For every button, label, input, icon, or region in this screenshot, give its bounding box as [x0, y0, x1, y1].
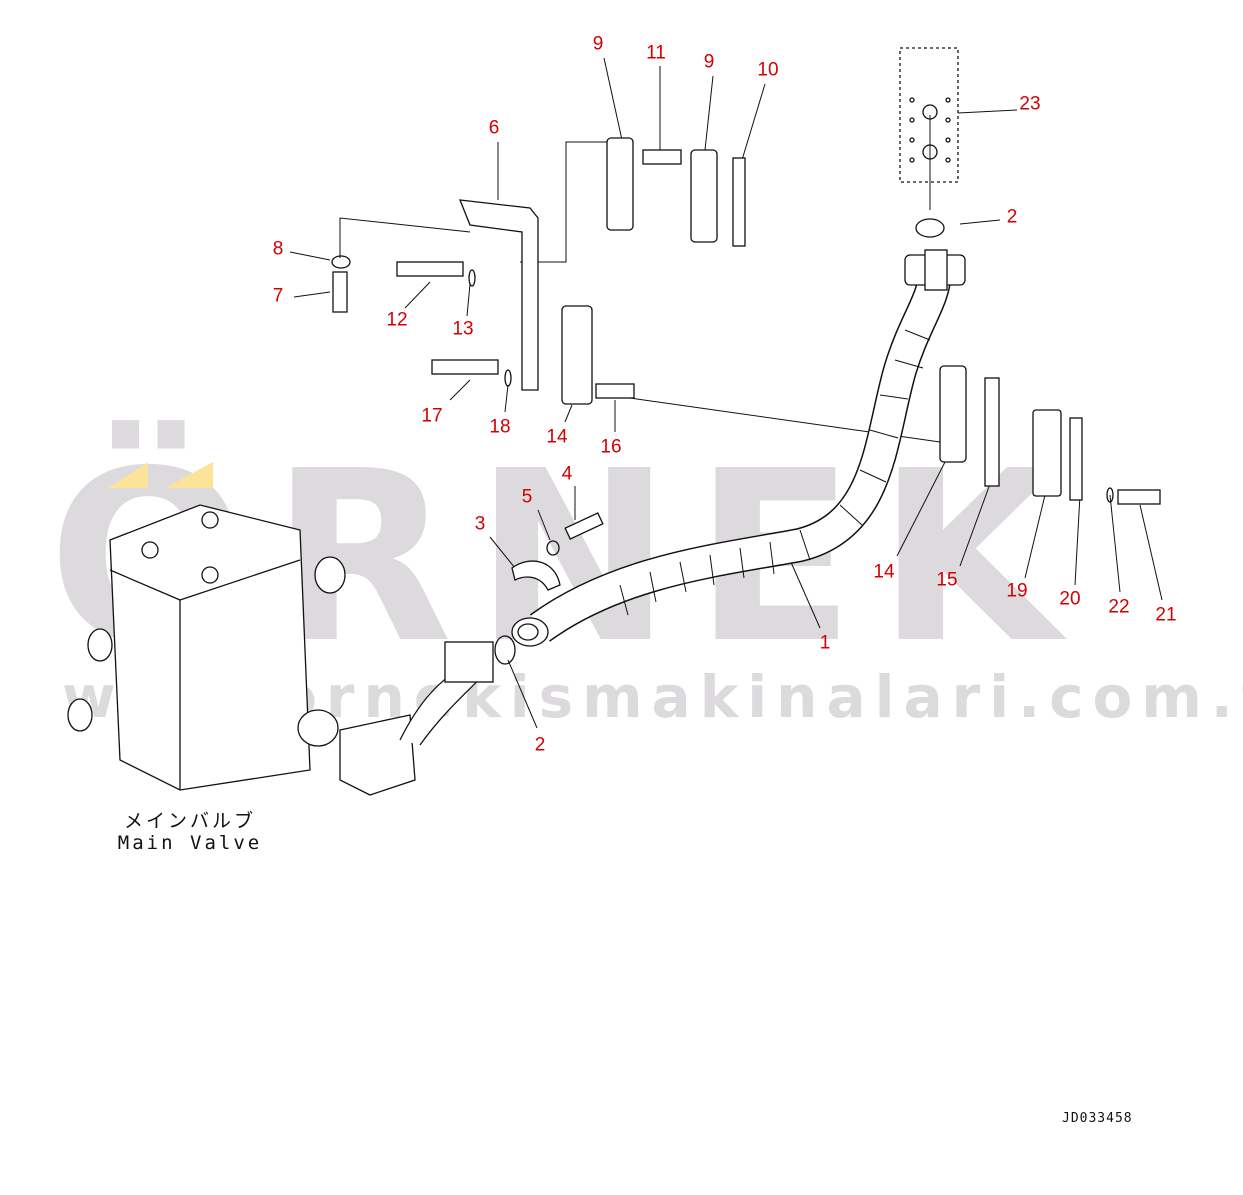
callout-14: 14 [546, 426, 568, 448]
callout-11: 11 [646, 42, 666, 64]
callout-23: 23 [1019, 93, 1041, 115]
callout-18: 18 [489, 416, 511, 438]
callout-7: 7 [272, 285, 284, 307]
callout-5: 5 [521, 486, 533, 508]
callout-2: 2 [1006, 206, 1018, 228]
main-valve-caption-en: Main Valve [117, 832, 263, 854]
main-valve-drawing [67, 504, 494, 796]
callout-3: 3 [474, 513, 486, 535]
hose-upper-flange [904, 249, 966, 291]
callout-1: 1 [819, 632, 831, 654]
main-valve-caption-jp: メインバルブ [123, 810, 257, 832]
bolts [332, 261, 1161, 540]
o-ring-2-lower [494, 635, 516, 665]
callout-8: 8 [272, 238, 284, 260]
drawing-code: JD033458 [1062, 1111, 1133, 1126]
callout-20: 20 [1059, 588, 1081, 610]
callout-17: 17 [421, 405, 443, 427]
watermark-umlaut [108, 462, 213, 488]
callout-9: 9 [592, 33, 604, 55]
leader-lines [289, 57, 1163, 729]
split-flange-3 [511, 560, 561, 591]
callout-14: 14 [873, 561, 895, 583]
callout-6: 6 [488, 117, 500, 139]
washers [331, 255, 1114, 556]
spacers [595, 149, 682, 399]
callout-9: 9 [703, 51, 715, 73]
callout-19: 19 [1006, 580, 1028, 602]
callout-12: 12 [386, 309, 408, 331]
callout-2: 2 [534, 734, 546, 756]
clamp-halves [561, 137, 1083, 501]
callout-16: 16 [600, 436, 622, 458]
callout-4: 4 [561, 463, 573, 485]
hose-wrap-lines [619, 329, 931, 616]
bracket-6 [458, 199, 539, 391]
hose-lower-flange [511, 617, 549, 647]
callout-15: 15 [936, 569, 958, 591]
callout-21: 21 [1155, 604, 1177, 626]
part-23-holes [909, 97, 951, 163]
hose-body [530, 269, 951, 641]
o-ring-2-upper [915, 218, 945, 238]
callout-22: 22 [1108, 596, 1130, 618]
callout-10: 10 [757, 59, 779, 81]
callout-13: 13 [452, 318, 474, 340]
